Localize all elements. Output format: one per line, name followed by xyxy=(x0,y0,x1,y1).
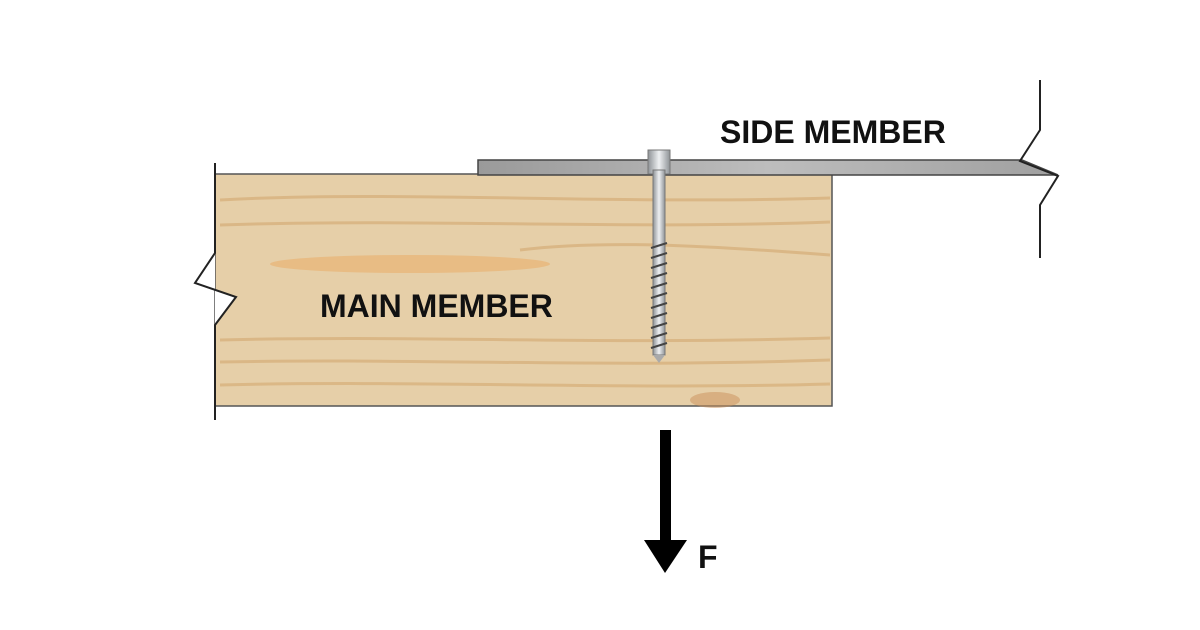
force-arrow: F xyxy=(644,430,718,575)
break-line-left xyxy=(193,163,238,420)
side-member: SIDE MEMBER xyxy=(477,80,1060,258)
wood-knot-streak xyxy=(270,255,550,273)
wood-knot xyxy=(690,392,740,408)
break-line-right xyxy=(1018,80,1060,258)
arrow-head-icon xyxy=(644,540,687,573)
force-label: F xyxy=(698,539,718,575)
main-member: MAIN MEMBER xyxy=(193,163,833,420)
side-member-label: SIDE MEMBER xyxy=(720,114,946,150)
screw xyxy=(647,149,671,363)
main-member-label: MAIN MEMBER xyxy=(320,288,553,324)
